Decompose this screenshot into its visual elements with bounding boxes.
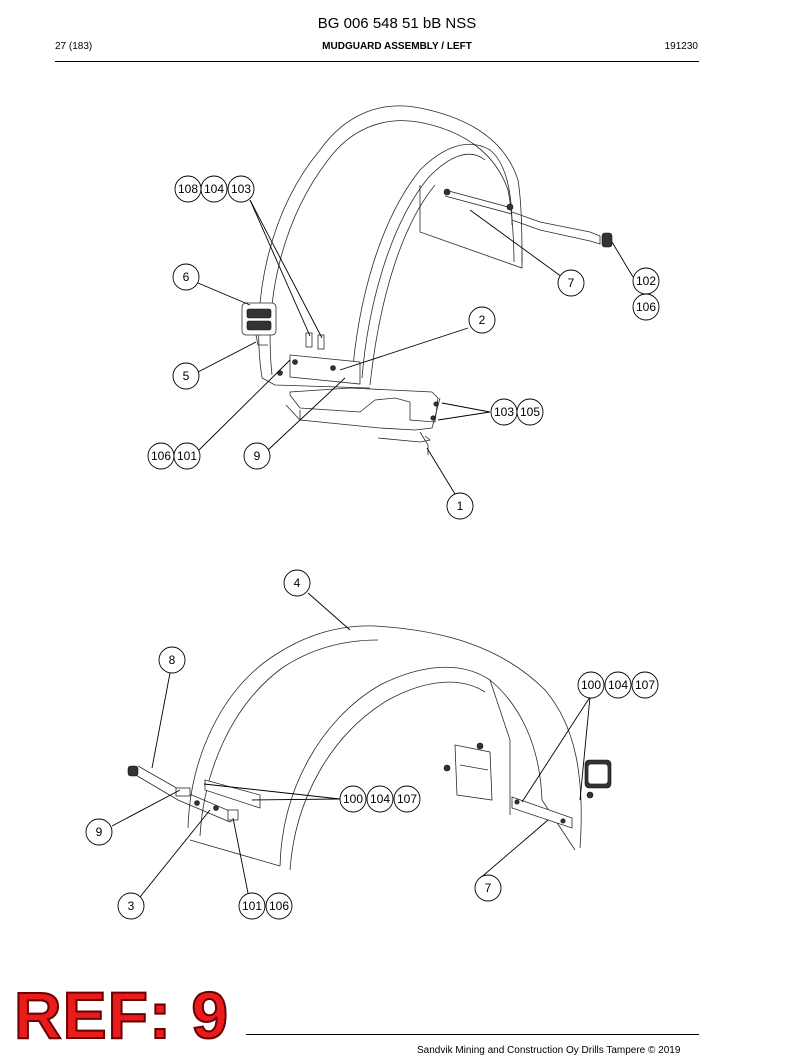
- callout-102: 102: [632, 267, 660, 295]
- callout-107: 107: [393, 785, 421, 813]
- callout-6: 6: [172, 263, 200, 291]
- svg-text:9: 9: [96, 825, 103, 839]
- callout-106c: 106: [265, 892, 293, 920]
- callout-100: 100: [339, 785, 367, 813]
- svg-text:7: 7: [485, 881, 492, 895]
- svg-text:102: 102: [636, 274, 656, 288]
- document-number: BG 006 548 51 bB NSS: [317, 15, 477, 32]
- svg-text:103: 103: [231, 182, 251, 196]
- svg-text:2: 2: [479, 313, 486, 327]
- callout-105: 105: [516, 398, 544, 426]
- callout-101: 101: [173, 442, 201, 470]
- svg-text:104: 104: [204, 182, 224, 196]
- callouts-bottom: 4 8 9 3 100 104 107 101 106 100 104 107 …: [85, 569, 659, 920]
- svg-text:107: 107: [397, 792, 417, 806]
- callout-104c: 104: [604, 671, 632, 699]
- callout-103: 103: [227, 175, 255, 203]
- ref-stamp: REF: 9: [13, 978, 230, 1052]
- callout-7: 7: [557, 269, 585, 297]
- svg-text:8: 8: [169, 653, 176, 667]
- callout-4: 4: [283, 569, 311, 597]
- callout-8: 8: [158, 646, 186, 674]
- callout-106: 106: [147, 442, 175, 470]
- svg-text:101: 101: [242, 899, 262, 913]
- svg-text:4: 4: [294, 576, 301, 590]
- callout-108: 108: [174, 175, 202, 203]
- svg-text:9: 9: [254, 449, 261, 463]
- svg-text:107: 107: [635, 678, 655, 692]
- leader-lines: [111, 199, 634, 898]
- svg-text:104: 104: [608, 678, 628, 692]
- footer-divider: [246, 1034, 699, 1035]
- callout-3: 3: [117, 892, 145, 920]
- mudguard-bottom-view: [127, 625, 612, 871]
- page-number: 27 (183): [55, 41, 93, 52]
- date-code: 191230: [664, 41, 698, 52]
- callout-9b: 9: [85, 818, 113, 846]
- svg-text:106: 106: [636, 300, 656, 314]
- callout-9: 9: [243, 442, 271, 470]
- callout-1: 1: [446, 492, 474, 520]
- svg-text:104: 104: [370, 792, 390, 806]
- svg-text:7: 7: [568, 276, 575, 290]
- callout-101b: 101: [238, 892, 266, 920]
- callout-100b: 100: [577, 671, 605, 699]
- svg-text:103: 103: [494, 405, 514, 419]
- callout-104b: 104: [366, 785, 394, 813]
- callout-104: 104: [200, 175, 228, 203]
- section-title: MUDGUARD ASSEMBLY / LEFT: [322, 41, 472, 52]
- svg-text:1: 1: [457, 499, 464, 513]
- footer-copyright: Sandvik Mining and Construction Oy Drill…: [417, 1045, 681, 1056]
- svg-text:3: 3: [128, 899, 135, 913]
- svg-text:106: 106: [269, 899, 289, 913]
- svg-text:106: 106: [151, 449, 171, 463]
- callout-7b: 7: [474, 874, 502, 902]
- svg-text:105: 105: [520, 405, 540, 419]
- svg-text:100: 100: [343, 792, 363, 806]
- callout-5: 5: [172, 362, 200, 390]
- header-divider: [55, 61, 699, 62]
- svg-text:100: 100: [581, 678, 601, 692]
- callout-103b: 103: [490, 398, 518, 426]
- callout-107b: 107: [631, 671, 659, 699]
- svg-text:108: 108: [178, 182, 198, 196]
- svg-text:6: 6: [183, 270, 190, 284]
- mudguard-top-view: [241, 105, 613, 455]
- svg-text:101: 101: [177, 449, 197, 463]
- callouts-top: 108 104 103 6 5 106 101 9 2 7 102 106 10…: [147, 175, 660, 520]
- callout-106b: 106: [632, 293, 660, 321]
- callout-2: 2: [468, 306, 496, 334]
- svg-text:5: 5: [183, 369, 190, 383]
